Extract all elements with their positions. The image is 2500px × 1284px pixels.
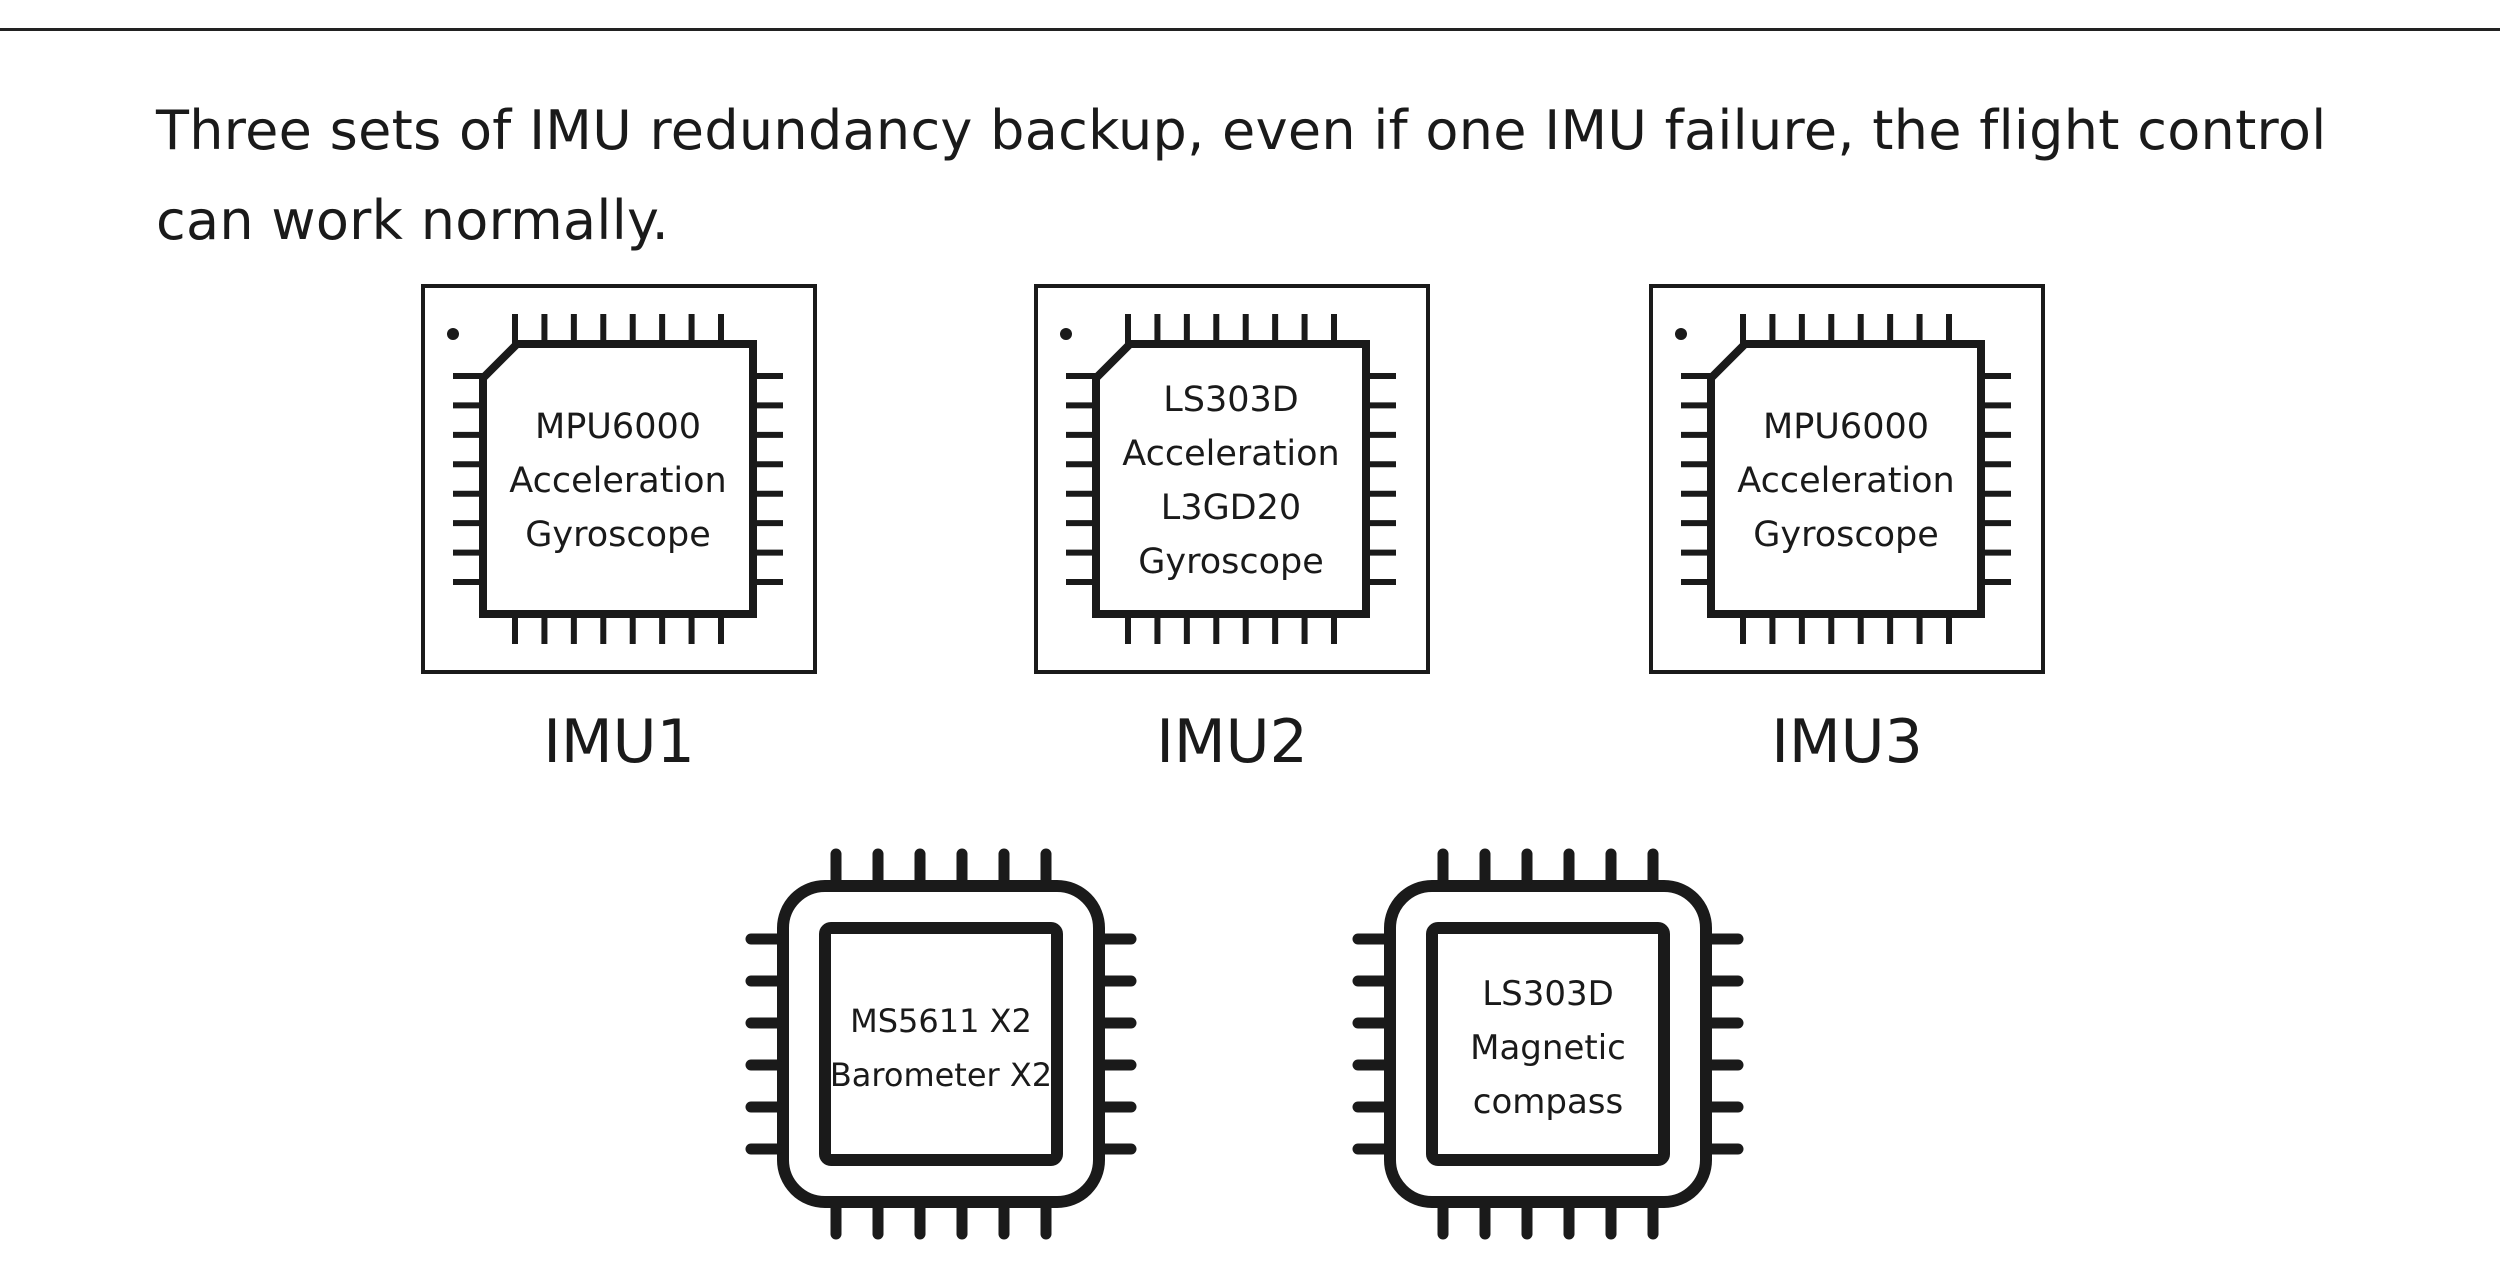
imu-chip-3-spec-line-2: Acceleration: [1737, 461, 1955, 501]
chip-body: [1707, 340, 1985, 618]
chip-outer-frame: [421, 284, 817, 674]
sensor-chip-compass-spec-line-3: compass: [1473, 1082, 1623, 1122]
imu-chip-2-spec-line-2: Acceleration: [1122, 434, 1340, 474]
imu-chip-1-spec-line-2: Acceleration: [509, 461, 727, 501]
sensor-chip-row: MS5611 X2 Barometer X2 LS303D Magnetic compa…: [745, 848, 1744, 1240]
imu-chip-2-spec-line-4: Gyroscope: [1138, 542, 1324, 582]
chip-outer-frame: [1034, 284, 1430, 674]
imu-chip-2-spec-line-1: LS303D: [1163, 380, 1298, 420]
pin-one-dot: [1675, 328, 1687, 340]
chip-inner-die: [1426, 922, 1670, 1166]
imu-chip-1-caption: IMU1: [543, 707, 695, 777]
imu-chip-1-spec-line-3: Gyroscope: [525, 515, 711, 555]
chip-outer-frame: [1649, 284, 2045, 674]
chip-body: [479, 340, 757, 618]
top-divider: [0, 28, 2500, 31]
imu-chip-3-caption: IMU3: [1771, 707, 1923, 777]
imu-chip-3-spec-line-3: Gyroscope: [1753, 515, 1939, 555]
sensor-chip-compass-spec-line-2: Magnetic: [1470, 1028, 1626, 1068]
pin-one-dot: [447, 328, 459, 340]
sensor-chip-barometer-spec-line-1: MS5611 X2: [850, 1002, 1032, 1040]
chip-inner-die: [819, 922, 1063, 1166]
sensor-chip-compass-spec-line-1: LS303D: [1482, 974, 1614, 1014]
sensor-chip-barometer-spec-line-2: Barometer X2: [830, 1056, 1052, 1094]
pin-one-dot: [1060, 328, 1072, 340]
imu-chip-2-spec-line-3: L3GD20: [1161, 488, 1301, 528]
chip-outer-body: [777, 880, 1105, 1208]
imu-chip-2-caption: IMU2: [1156, 707, 1308, 777]
imu-chip-3-spec-line-1: MPU6000: [1763, 407, 1929, 447]
chip-body: [1092, 340, 1370, 618]
intro-paragraph: Three sets of IMU redundancy backup, eve…: [156, 99, 2327, 252]
chip-outer-body: [1384, 880, 1712, 1208]
imu-chip-1-spec-line-1: MPU6000: [535, 407, 701, 447]
sensor-chip-compass: LS303D Magnetic compass: [1352, 848, 1744, 1240]
sensor-chip-barometer: MS5611 X2 Barometer X2: [745, 848, 1137, 1240]
